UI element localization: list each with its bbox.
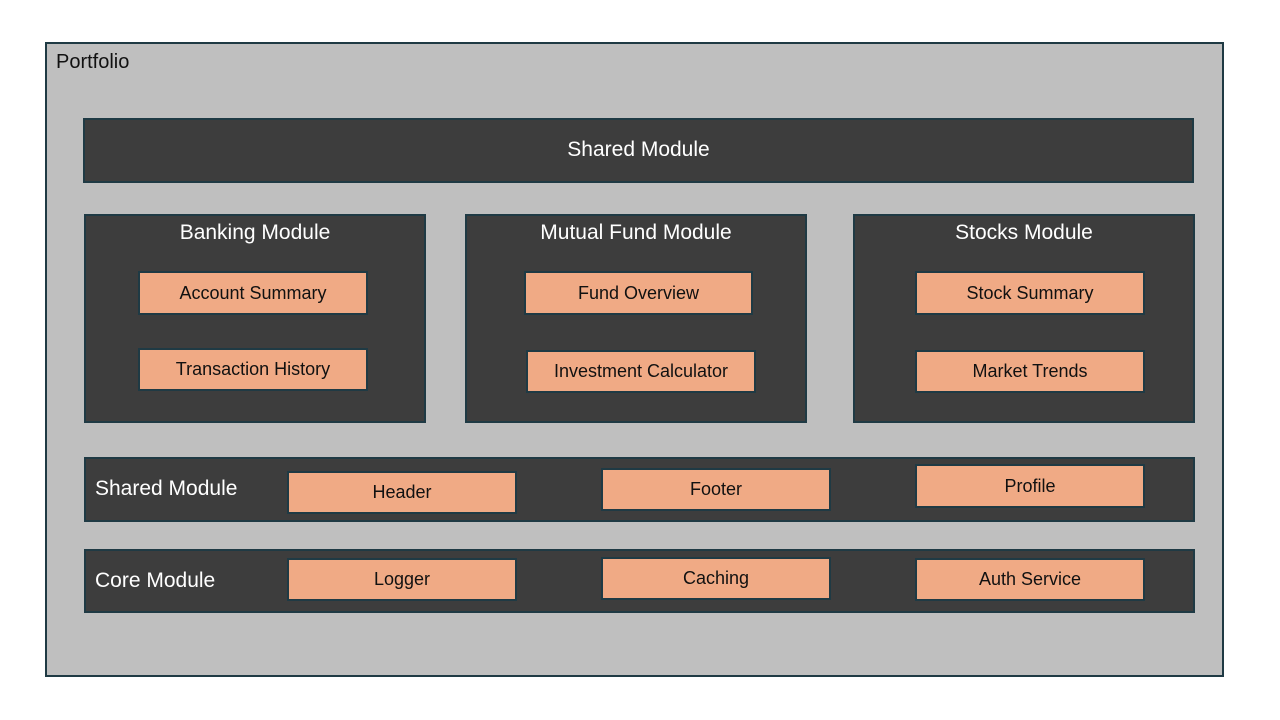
transaction-history-component: Transaction History [138,348,368,391]
logger-component: Logger [287,558,517,601]
stock-summary-component: Stock Summary [915,271,1145,315]
caching-component: Caching [601,557,831,600]
account-summary-component: Account Summary [138,271,368,315]
header-component: Header [287,471,517,514]
fund-overview-component: Fund Overview [524,271,753,315]
core-module-title: Core Module [95,569,216,592]
mutual-fund-module-title: Mutual Fund Module [540,221,732,244]
shared-module-bottom-title: Shared Module [95,477,238,500]
investment-calculator-component: Investment Calculator [526,350,756,393]
shared-module-top-title: Shared Module [567,138,710,161]
profile-component: Profile [915,464,1145,508]
portfolio-title: Portfolio [56,51,130,73]
auth-service-component: Auth Service [915,558,1145,601]
stocks-module-title: Stocks Module [955,221,1093,244]
footer-component: Footer [601,468,831,511]
shared-module-top [83,118,1194,183]
market-trends-component: Market Trends [915,350,1145,393]
banking-module-title: Banking Module [179,221,331,244]
banking-module [84,214,426,423]
